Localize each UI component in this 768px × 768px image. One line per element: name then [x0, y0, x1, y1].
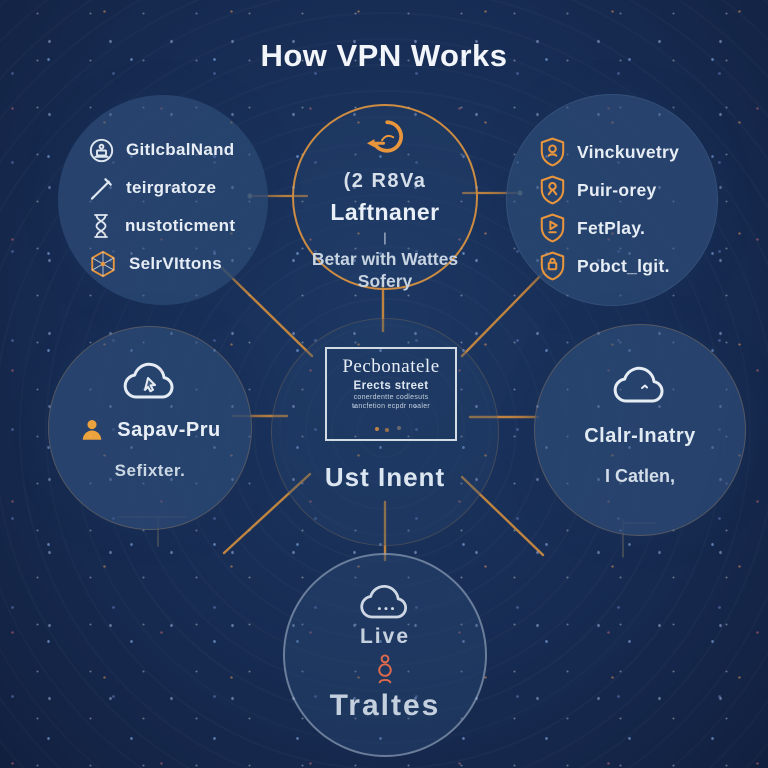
- list-item: Vinckuvetry: [539, 137, 717, 167]
- list-item-label: teirgratoze: [126, 178, 217, 197]
- node-subtitle: Betar with Wattes Sofery: [312, 249, 458, 293]
- node-title: Laftnaner: [330, 199, 440, 225]
- cloud-icon: [613, 366, 664, 403]
- node-sublabel: I Catlen,: [604, 466, 675, 486]
- screen-line: tancfetion ecpdr noaler: [351, 403, 431, 410]
- node-server-left: Sapav-Pru Sefixter.: [48, 326, 252, 530]
- list-item-label: FetPlay.: [577, 217, 646, 238]
- node-label: Traltes: [329, 689, 441, 722]
- divider-mark: |: [383, 230, 387, 245]
- node-client-features: GitIcbalNand teirgratoze nustoticment Se…: [58, 95, 268, 305]
- user-icon: [83, 420, 102, 440]
- center-node-label: Ust Inent: [324, 462, 446, 492]
- cloud-cursor-icon: [123, 362, 174, 399]
- screen-title: Pecbonatele: [342, 356, 440, 377]
- shield-play-icon: [540, 213, 565, 243]
- monitor-screen: Pecbonatele Erects street conerdentte co…: [325, 347, 457, 441]
- subtitle-line: Sofery: [357, 270, 413, 291]
- list-item-label: Vinckuvetry: [577, 141, 680, 162]
- list-item: teirgratoze: [88, 173, 268, 203]
- list-item: Pobct_lgit.: [539, 251, 717, 281]
- shield-crest-icon: [540, 137, 565, 167]
- shield-lock-icon: [540, 251, 565, 281]
- node-step-panel: (2 R8Va Laftnaner | Betar with Wattes So…: [292, 104, 478, 293]
- node-security-features: Vinckuvetry Puir-orey FetPlay. Pobct_lgi…: [506, 94, 718, 306]
- list-item-label: Pobct_lgit.: [577, 255, 670, 276]
- hexagon-web-icon: [91, 250, 115, 278]
- node-label: Live: [359, 625, 411, 648]
- screen-line: Erects street: [353, 380, 429, 392]
- list-item: nustoticment: [88, 211, 268, 241]
- connector-topleft-center: [220, 266, 314, 358]
- node-bottom-traffic: Live Traltes: [283, 553, 487, 757]
- subtitle-line: Betar with Wattes: [311, 249, 459, 269]
- page-title: How VPN Works: [260, 38, 508, 73]
- screen-deco-dots: [375, 427, 379, 431]
- node-label: Clalr-Inatry: [584, 425, 696, 447]
- server-user-row: Sapav-Pru: [79, 417, 220, 443]
- list-item: GitIcbalNand: [88, 135, 268, 165]
- node-sublabel: Sefixter.: [114, 461, 186, 480]
- pencil-icon: [90, 177, 112, 200]
- list-item: SelrVIttons: [88, 249, 268, 279]
- step-label: (2 R8Va: [343, 170, 427, 192]
- list-item-label: Puir-orey: [577, 179, 657, 200]
- avatar-laptop-icon: [89, 138, 114, 162]
- connector-topright-center: [460, 266, 550, 358]
- figure-icon: [378, 654, 392, 684]
- list-item: Puir-orey: [539, 175, 717, 205]
- cloud-dots-icon: [360, 584, 407, 619]
- node-center-ring: [271, 318, 499, 546]
- list-item-label: nustoticment: [125, 216, 236, 235]
- screen-line: conerdentte codlesuts: [353, 394, 429, 401]
- list-item-label: GitIcbalNand: [126, 140, 235, 159]
- shield-camera-icon: [540, 175, 565, 205]
- node-label: Sapav-Pru: [117, 418, 221, 441]
- list-item: FetPlay.: [539, 213, 717, 243]
- node-server-right: Clalr-Inatry I Catlen,: [534, 324, 746, 536]
- list-item-label: SelrVIttons: [129, 254, 223, 273]
- hourglass-icon: [94, 214, 108, 238]
- curved-arrow-icon: [367, 120, 403, 153]
